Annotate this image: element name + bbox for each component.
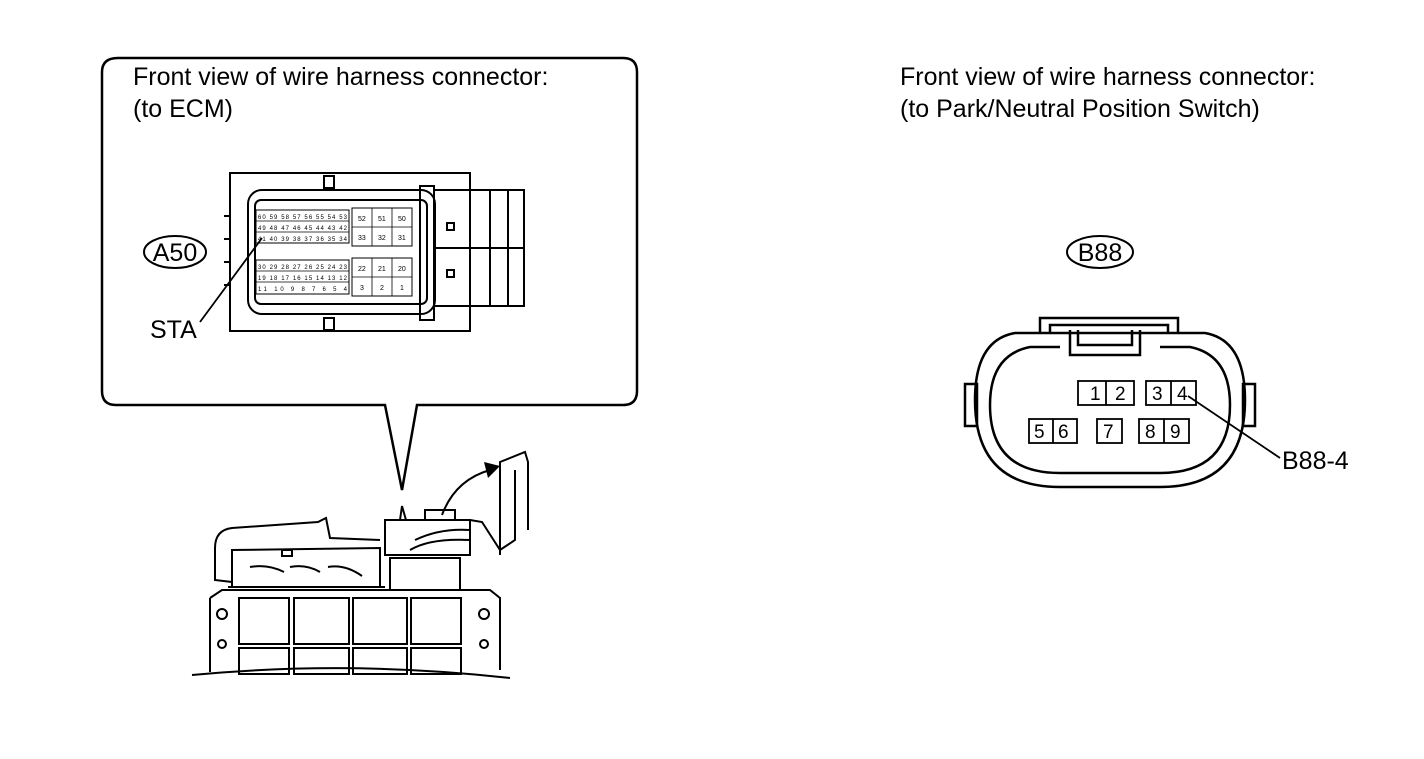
- b88-4-leader-line: [1187, 395, 1281, 459]
- ecm-pin-31: 31: [398, 235, 406, 242]
- ecm-pin-50: 50: [398, 216, 406, 223]
- b88-pin-7: 7: [1103, 422, 1114, 443]
- ecm-pin-20: 20: [398, 266, 406, 273]
- b88-pin-2: 2: [1115, 384, 1126, 405]
- a50-code-label: A50: [153, 239, 197, 267]
- ecm-connector: [224, 172, 525, 332]
- b88-4-label: B88-4: [1282, 447, 1349, 475]
- sta-label: STA: [150, 316, 197, 344]
- ecm-pin-row: 49 48 47 46 45 44 43 42: [258, 226, 348, 232]
- a50-code-badge: [143, 235, 207, 269]
- ecm-pin-row: 60 59 58 57 56 55 54 53: [258, 215, 348, 221]
- ecm-pin-row: 30 29 28 27 26 25 24 23: [258, 265, 348, 271]
- pnp-connector-title-line1: Front view of wire harness connector:: [900, 63, 1315, 91]
- ecm-pin-32: 32: [378, 235, 386, 242]
- pnp-connector-title-line2: (to Park/Neutral Position Switch): [900, 95, 1260, 123]
- callout-bubble: [100, 56, 639, 491]
- b88-connector: [963, 316, 1257, 489]
- ecm-pin-21: 21: [378, 266, 386, 273]
- b88-pin-1: 1: [1090, 384, 1101, 405]
- b88-pin-6: 6: [1058, 422, 1069, 443]
- b88-pin-8: 8: [1145, 422, 1156, 443]
- ecm-pin-row: 41 40 39 38 37 36 35 34: [258, 237, 348, 243]
- b88-pin-5: 5: [1034, 422, 1045, 443]
- ecm-unit-illustration: [191, 450, 529, 679]
- ecm-pin-3: 3: [360, 285, 364, 292]
- ecm-connector-title-line2: (to ECM): [133, 95, 233, 123]
- ecm-pin-grid-upper-right: 52 51 50 33 32 31: [351, 207, 413, 247]
- b88-pin-3: 3: [1152, 384, 1163, 405]
- ecm-connector-title-line1: Front view of wire harness connector:: [133, 63, 548, 91]
- ecm-pin-2: 2: [380, 285, 384, 292]
- b88-pins: 1 2 3 4 5 6 7 8 9: [1028, 380, 1197, 444]
- ecm-pin-grid-lower-left: 30 29 28 27 26 25 24 23 19 18 17 16 15 1…: [255, 259, 350, 295]
- b88-pin-4: 4: [1177, 384, 1188, 405]
- ecm-pin-row: 11 10 9 8 7 6 5 4: [258, 287, 348, 293]
- ecm-pin-grid-upper-left: 60 59 58 57 56 55 54 53 49 48 47 46 45 4…: [255, 209, 350, 244]
- ecm-pin-33: 33: [358, 235, 366, 242]
- ecm-pin-1: 1: [400, 285, 404, 292]
- ecm-pin-51: 51: [378, 216, 386, 223]
- ecm-pin-22: 22: [358, 266, 366, 273]
- ecm-pin-52: 52: [358, 216, 366, 223]
- b88-pin-9: 9: [1170, 422, 1181, 443]
- arrow-head: [484, 462, 500, 478]
- ecm-pin-row: 19 18 17 16 15 14 13 12: [258, 276, 348, 282]
- sta-leader-line: [199, 237, 263, 323]
- b88-code-label: B88: [1078, 239, 1122, 267]
- ecm-pin-grid-lower-right: 22 21 20 3 2 1: [351, 257, 413, 297]
- b88-code-badge: [1066, 235, 1134, 269]
